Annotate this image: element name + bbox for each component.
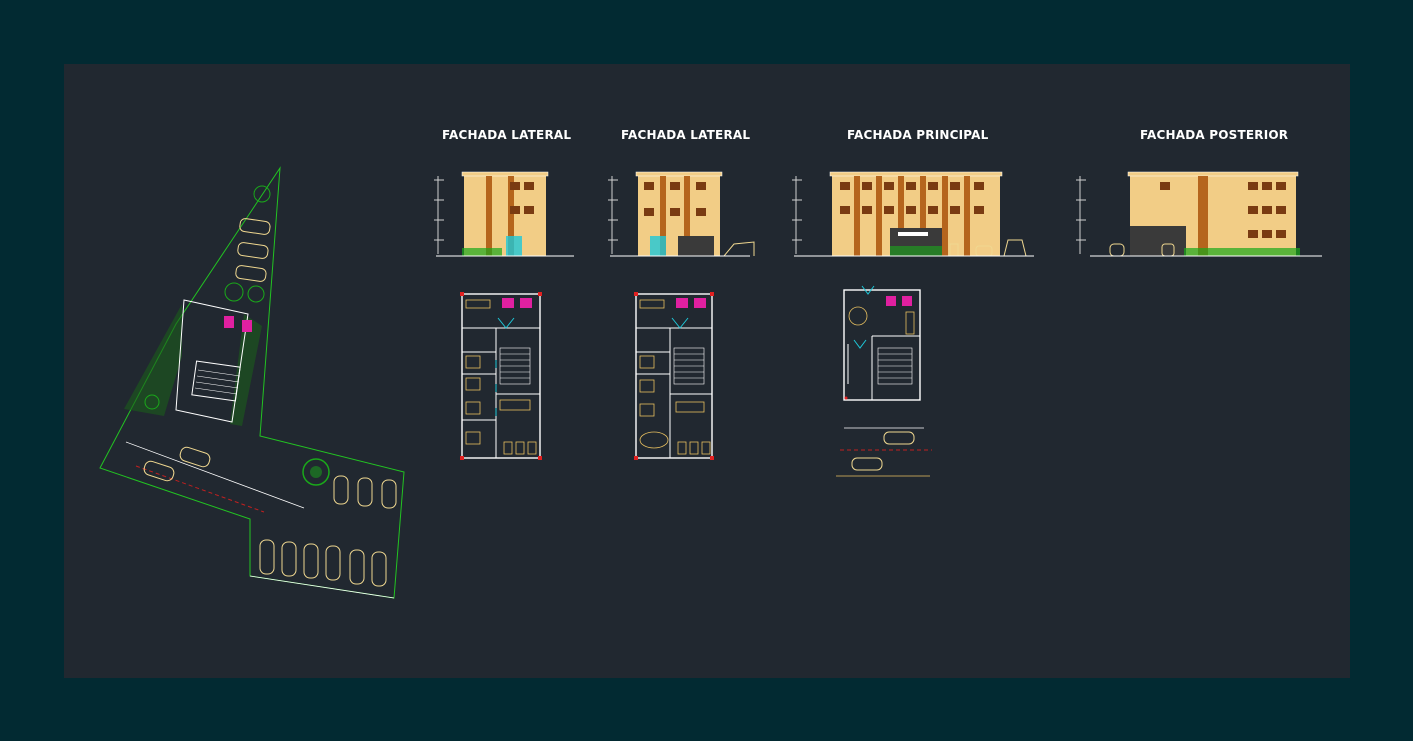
title-fachada-posterior: FACHADA POSTERIOR: [1140, 128, 1289, 142]
tree-icon: [302, 458, 330, 486]
tree-icon: [224, 282, 244, 302]
door-icon: [671, 317, 689, 329]
door-icon: [853, 339, 867, 349]
sanitary-icon: [520, 298, 532, 308]
floor-plan-b: [634, 292, 714, 460]
title-fachada-principal: FACHADA PRINCIPAL: [847, 128, 989, 142]
facade-lateral-right: [608, 171, 755, 257]
tree-icon: [144, 394, 160, 410]
sanitary-icon: [676, 298, 688, 308]
cad-drawing: [99, 166, 1322, 599]
parking-top: [235, 218, 271, 282]
sanitary-icon: [224, 316, 234, 328]
sanitary-icon: [502, 298, 514, 308]
tree-icon: [253, 185, 271, 203]
car-icon: [851, 431, 915, 471]
title-fachada-lateral-right: FACHADA LATERAL: [621, 128, 751, 142]
car-icon: [143, 446, 211, 482]
sanitary-icon: [242, 320, 252, 332]
site-plan: [99, 166, 405, 599]
vegetation-area-left: [124, 304, 182, 416]
building-footprint: [175, 299, 249, 423]
tree-icon: [247, 285, 265, 303]
parking-bottom: [259, 539, 387, 587]
facade-principal: [792, 171, 1034, 257]
sanitary-icon: [694, 298, 706, 308]
stair-icon: [191, 360, 241, 402]
tree-icon: [310, 466, 322, 478]
cad-model-space[interactable]: FACHADA LATERAL FACHADA LATERAL FACHADA …: [64, 64, 1350, 678]
floor-plan-c: [836, 285, 932, 477]
vegetation-area-right: [230, 314, 262, 426]
sanitary-icon: [886, 296, 896, 306]
door-icon: [861, 285, 875, 295]
stair-icon: [673, 347, 705, 385]
stair-icon: [877, 347, 913, 385]
facade-posterior: [1076, 171, 1322, 257]
sanitary-icon: [902, 296, 912, 306]
title-fachada-lateral-left: FACHADA LATERAL: [442, 128, 572, 142]
facade-lateral-left: [434, 171, 574, 257]
door-icon: [497, 317, 515, 329]
parking-right: [333, 475, 397, 509]
floor-plan-a: [460, 292, 542, 460]
stair-icon: [499, 347, 531, 385]
